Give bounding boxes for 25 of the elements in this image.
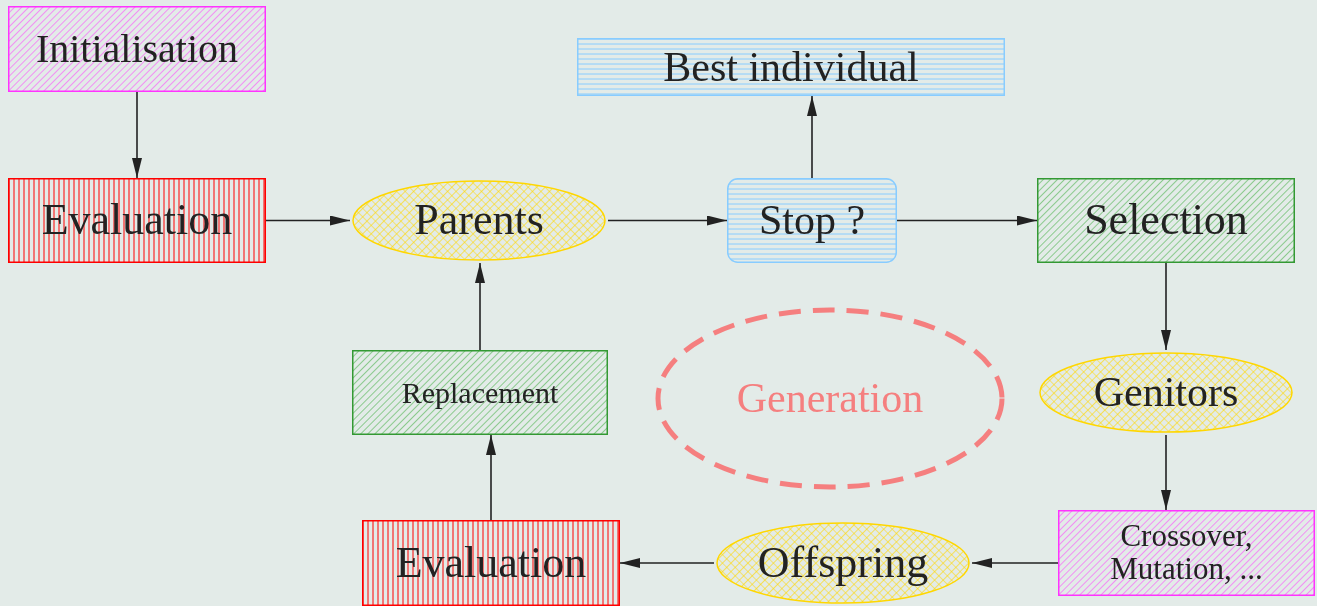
arrow [475,262,485,351]
node-label: Selection [1083,197,1249,244]
process-box [1037,178,1295,263]
arrow [265,215,351,226]
arrow [807,95,817,179]
arrow [1161,434,1171,511]
output-box [577,38,1005,96]
process-box [1058,510,1315,596]
node-label: Initialisation [34,28,240,70]
arrow [607,215,728,226]
node-label: Replacement [400,376,560,409]
process-box [8,6,266,92]
node-label: Stop ? [757,198,867,243]
node-label: Crossover, Mutation, ... [1109,520,1264,586]
arrow [619,558,715,568]
arrow [132,91,142,179]
node-label: Best individual [662,44,920,90]
arrow [896,215,1038,226]
node-label: Generation [735,376,925,421]
loop-ellipse [655,307,1005,490]
arrow [1161,262,1171,351]
arrow [486,434,496,521]
arrow [971,558,1059,568]
process-box [352,350,608,435]
decision-box [727,178,897,263]
